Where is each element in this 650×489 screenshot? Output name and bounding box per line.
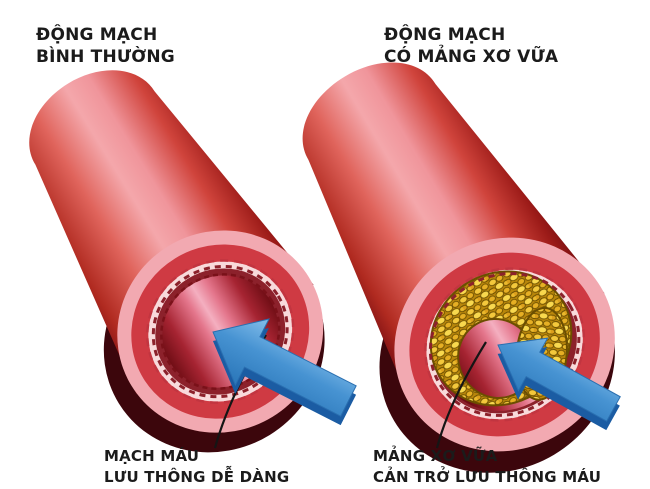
caption-line: MẢNG XƠ VỮA <box>373 447 498 465</box>
caption-line: LƯU THÔNG DỄ DÀNG <box>104 468 290 486</box>
lining-texture-ring <box>428 272 581 417</box>
title-line: ĐỘNG MẠCH <box>384 25 506 45</box>
title-line: BÌNH THƯỜNG <box>36 47 175 67</box>
wall-texture-ring <box>146 259 295 404</box>
blood-flow-arrow-icon <box>212 318 357 426</box>
blocked-artery-caption: MẢNG XƠ VỮA CẢN TRỞ LƯU THÔNG MÁU <box>373 446 601 488</box>
normal-artery-illustration <box>29 70 325 453</box>
normal-artery-caption: MẠCH MÁU LƯU THÔNG DỄ DÀNG <box>104 446 289 488</box>
blocked-artery-title: ĐỘNG MẠCH CÓ MẢNG XƠ VỮA <box>384 24 558 68</box>
blood-flow-arrow-icon <box>497 337 621 431</box>
caption-pointer-line-right <box>435 341 487 449</box>
title-line: CÓ MẢNG XƠ VỮA <box>384 47 559 67</box>
wall-texture-ring <box>424 267 586 422</box>
caption-line: CẢN TRỞ LƯU THÔNG MÁU <box>373 468 602 486</box>
caption-line: MẠCH MÁU <box>104 447 200 465</box>
lining-texture-ring <box>151 264 289 399</box>
normal-artery-title: ĐỘNG MẠCH BÌNH THƯỜNG <box>36 24 175 68</box>
lumen-texture-ring <box>160 273 281 390</box>
title-line: ĐỘNG MẠCH <box>36 25 158 45</box>
